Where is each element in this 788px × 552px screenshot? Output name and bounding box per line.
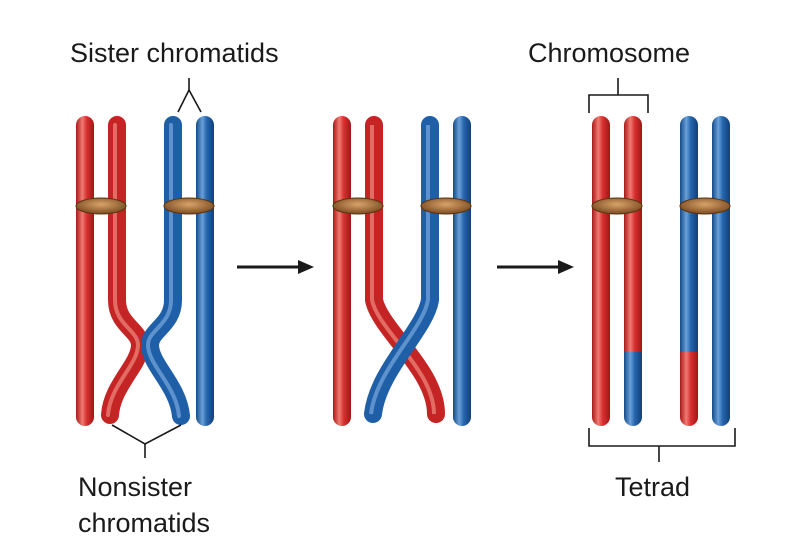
maternal-chromatid: [333, 116, 351, 426]
sister-chromatids-pointer: [177, 88, 202, 113]
paternal-nonsister-chromatid: [140, 116, 190, 425]
chromosome-bracket: [588, 94, 649, 113]
centromere: [591, 197, 643, 215]
centromere: [163, 197, 215, 215]
chromosome-label: Chromosome: [528, 38, 690, 68]
tetrad-label: Tetrad: [615, 472, 690, 502]
paternal-chromatid: [196, 116, 214, 426]
nonsister-chromatids-pointer: [111, 424, 182, 445]
tetrad-bracket: [588, 428, 736, 447]
panel-recombined-tetrad: [591, 116, 731, 426]
centromere: [679, 197, 731, 215]
panel-synapsis: [75, 116, 215, 426]
recombinant-maternal-chromatid: [624, 116, 642, 426]
arrow-icon: [237, 260, 314, 274]
maternal-chromatid: [76, 116, 94, 426]
nonsister-label-line2: chromatids: [78, 508, 210, 538]
centromere: [420, 197, 472, 215]
panel-crossing-over: [332, 116, 472, 426]
paternal-chromatid: [453, 116, 471, 426]
centromere: [332, 197, 384, 215]
recombinant-paternal-chromatid: [680, 116, 698, 426]
paternal-chromatid: [712, 116, 730, 426]
arrow-icon: [497, 260, 574, 274]
sister-chromatids-label: Sister chromatids: [70, 38, 279, 68]
maternal-chromatid: [592, 116, 610, 426]
nonsister-label-line1: Nonsister: [78, 472, 192, 502]
centromere: [75, 197, 127, 215]
